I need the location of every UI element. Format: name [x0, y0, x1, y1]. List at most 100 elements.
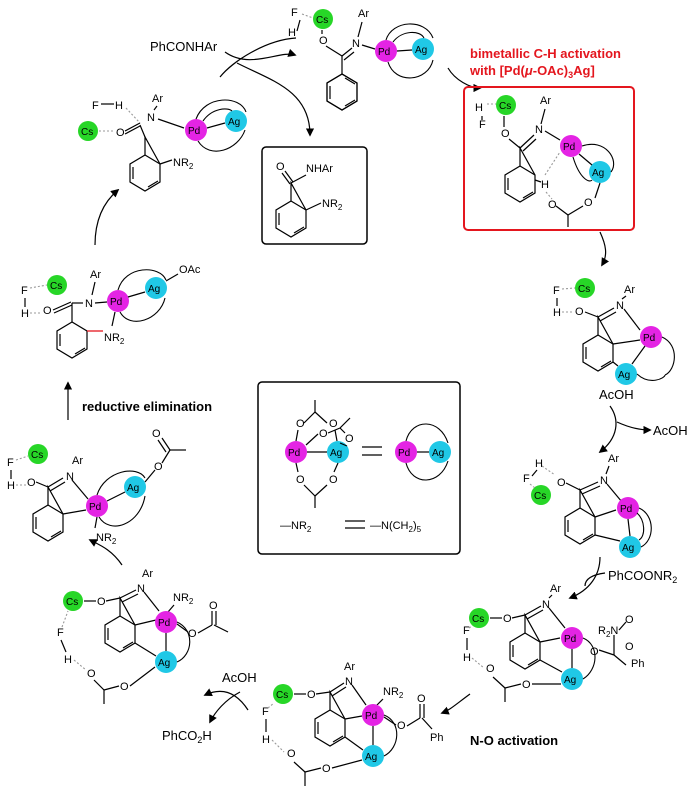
svg-text:OAc: OAc	[179, 264, 201, 276]
svg-text:O: O	[97, 596, 106, 608]
svg-text:F: F	[479, 119, 486, 131]
svg-text:Ag: Ag	[148, 284, 160, 295]
svg-text:Ph: Ph	[631, 658, 644, 670]
svg-text:H: H	[553, 307, 561, 319]
svg-text:N: N	[535, 124, 543, 136]
svg-text:Pd: Pd	[89, 502, 101, 513]
svg-text:H: H	[535, 458, 543, 470]
svg-text:Cs: Cs	[499, 101, 511, 112]
svg-text:Ag: Ag	[158, 658, 170, 669]
svg-text:F: F	[463, 625, 470, 637]
label-acoh-side: AcOH	[653, 423, 688, 438]
svg-text:Ag: Ag	[127, 483, 139, 494]
label-phco2h: PhCO2H	[162, 728, 212, 745]
svg-text:Pd: Pd	[563, 142, 575, 153]
svg-text:—N(CH2)5: —N(CH2)5	[370, 520, 422, 534]
svg-text:O: O	[152, 428, 161, 440]
svg-text:F: F	[92, 100, 99, 112]
svg-text:O: O	[296, 474, 305, 486]
svg-text:Ar: Ar	[152, 93, 163, 105]
svg-text:O: O	[87, 668, 96, 680]
svg-text:NR2: NR2	[173, 157, 194, 171]
svg-text:Ar: Ar	[358, 8, 369, 20]
svg-text:O: O	[27, 477, 36, 489]
svg-text:Cs: Cs	[316, 15, 328, 26]
svg-text:Ph: Ph	[430, 732, 443, 744]
svg-text:O: O	[296, 418, 305, 430]
svg-text:Pd: Pd	[110, 297, 122, 308]
svg-text:O: O	[557, 477, 566, 489]
bimetallic-label-2: with [Pd(μ-OAc)3Ag]	[469, 63, 595, 80]
svg-text:Ar: Ar	[540, 95, 551, 107]
svg-text:—NR2: —NR2	[280, 520, 312, 534]
svg-text:O: O	[625, 614, 634, 626]
svg-text:O: O	[276, 161, 285, 173]
svg-text:F: F	[553, 285, 560, 297]
svg-text:Ag: Ag	[592, 168, 604, 179]
svg-text:H: H	[115, 100, 123, 112]
svg-text:H: H	[463, 652, 471, 664]
svg-text:Pd: Pd	[158, 618, 170, 629]
product-structure: O NHAr NR2	[275, 161, 343, 238]
svg-text:O: O	[397, 720, 406, 732]
svg-text:O: O	[116, 127, 125, 139]
svg-text:Pd: Pd	[188, 126, 200, 137]
svg-text:O: O	[329, 418, 338, 430]
svg-text:O: O	[625, 641, 634, 653]
svg-text:N: N	[137, 583, 145, 595]
svg-text:O: O	[345, 433, 354, 445]
svg-text:F: F	[523, 473, 530, 485]
svg-text:O: O	[575, 306, 584, 318]
svg-text:N: N	[147, 112, 155, 124]
svg-text:Ar: Ar	[72, 455, 83, 467]
svg-text:Pd: Pd	[378, 47, 390, 58]
svg-text:Ag: Ag	[228, 117, 240, 128]
h-atom: H	[288, 27, 296, 39]
svg-text:O: O	[548, 199, 557, 211]
svg-text:O: O	[209, 600, 218, 612]
svg-text:NR2: NR2	[322, 198, 343, 212]
svg-text:O: O	[503, 613, 512, 625]
svg-text:H: H	[262, 734, 270, 746]
intermediate-left-oac: Cs F H O N Ar NR2 Pd Ag OAc	[21, 264, 201, 359]
svg-text:Pd: Pd	[620, 504, 632, 515]
svg-text:Cs: Cs	[81, 127, 93, 138]
svg-text:O: O	[307, 689, 316, 701]
intermediate-ch-activation: Cs H F O N Ar H Pd Ag O O	[475, 95, 615, 227]
svg-text:N: N	[542, 599, 550, 611]
svg-text:O: O	[154, 461, 163, 473]
svg-text:O: O	[188, 628, 197, 640]
svg-text:O: O	[501, 128, 510, 140]
svg-text:Pd: Pd	[643, 333, 655, 344]
label-acoh-released: AcOH	[599, 387, 634, 402]
label-reductive-elimination: reductive elimination	[82, 399, 212, 414]
svg-text:O: O	[287, 748, 296, 760]
svg-text:O: O	[486, 663, 495, 675]
svg-text:H: H	[475, 102, 483, 114]
svg-text:N: N	[352, 38, 360, 50]
svg-text:Cs: Cs	[66, 597, 78, 608]
svg-text:O: O	[329, 474, 338, 486]
svg-text:O: O	[417, 693, 426, 705]
svg-text:NR2: NR2	[173, 592, 194, 606]
intermediate-upper-left: F H Cs O N Ar NR2 Pd Ag	[78, 93, 247, 192]
svg-text:Pd: Pd	[398, 448, 410, 459]
svg-text:Ag: Ag	[415, 45, 427, 56]
intermediate-right-2: H F Cs O N Ar Pd Ag	[523, 453, 652, 558]
svg-text:O: O	[584, 197, 593, 209]
product-box	[261, 146, 368, 245]
svg-text:Ag: Ag	[365, 752, 377, 763]
bimetallic-label-1: bimetallic C-H activation	[470, 46, 621, 61]
svg-text:O: O	[522, 679, 531, 691]
svg-text:Ag: Ag	[330, 448, 342, 459]
svg-text:Cs: Cs	[31, 450, 43, 461]
svg-text:N: N	[616, 300, 624, 312]
svg-text:O: O	[43, 305, 52, 317]
intermediate-left-middle: Cs F H O N Ar Pd Ag NR2 O O	[7, 428, 186, 546]
legend-nr2: —NR2 —N(CH2)5	[280, 520, 422, 534]
svg-text:NHAr: NHAr	[306, 163, 333, 175]
svg-text:Cs: Cs	[472, 614, 484, 625]
f-atom: F	[291, 7, 298, 19]
svg-text:Pd: Pd	[564, 634, 576, 645]
